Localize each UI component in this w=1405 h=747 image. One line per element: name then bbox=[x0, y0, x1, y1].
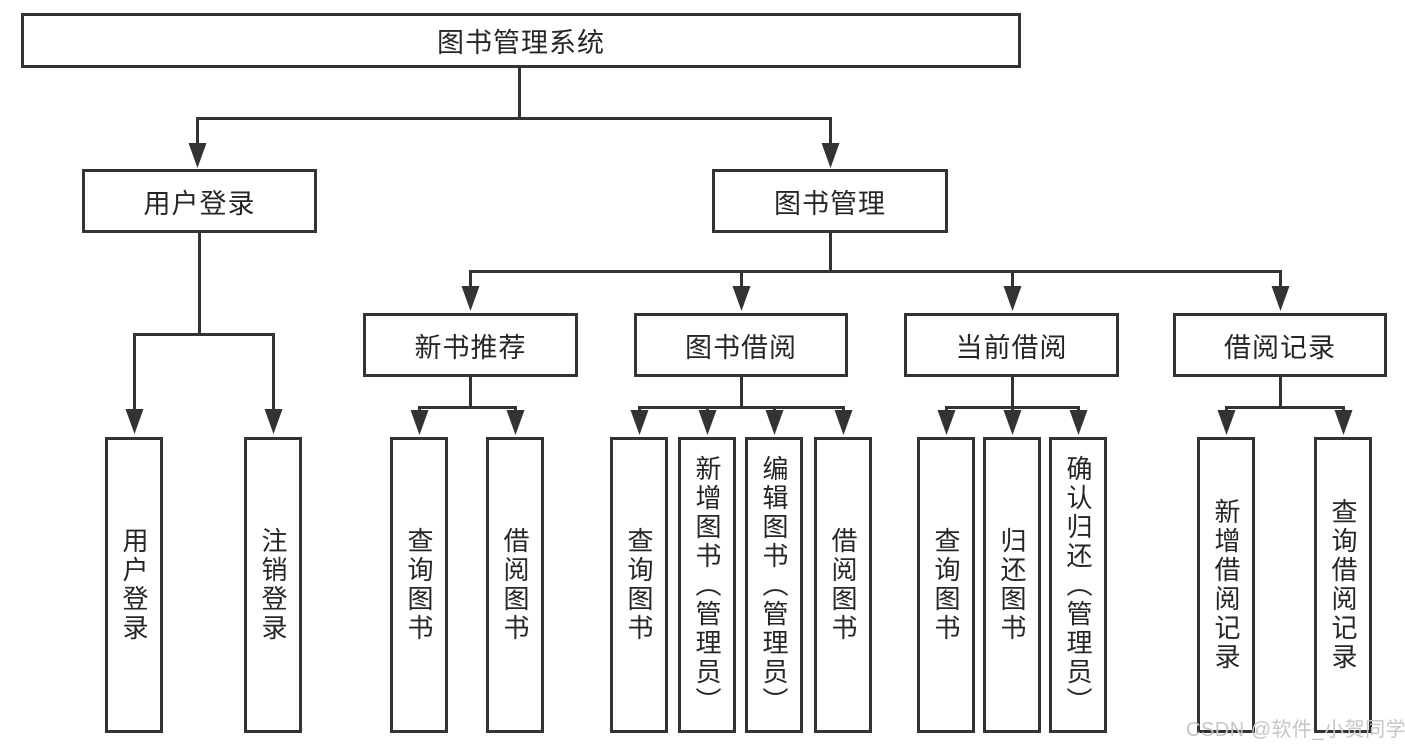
arrow-down-icon bbox=[732, 286, 751, 311]
node-query-books: 查询图书 bbox=[917, 437, 975, 733]
connector-root bbox=[196, 67, 832, 146]
arrow-down-icon bbox=[506, 410, 525, 435]
arrow-down-icon bbox=[410, 410, 429, 435]
arrow-down-icon bbox=[1003, 286, 1022, 311]
arrow-down-icon bbox=[1271, 286, 1290, 311]
node-label: 借阅图书 bbox=[828, 527, 858, 643]
node-return-book: 归还图书 bbox=[983, 437, 1041, 733]
node-user-login-action: 用户登录 bbox=[105, 437, 163, 733]
node-book-management: 图书管理 bbox=[712, 169, 948, 233]
node-label: 查询借阅记录 bbox=[1328, 498, 1358, 672]
node-edit-book-admin: 编辑图书（管理员） bbox=[745, 437, 803, 733]
csdn-watermark: CSDN @软件_小贺同学 bbox=[1186, 719, 1405, 741]
node-user-login: 用户登录 bbox=[82, 169, 317, 233]
node-label: 用户登录 bbox=[119, 527, 149, 643]
connector-current-borrow-branch bbox=[945, 376, 1080, 413]
node-confirm-return-admin: 确认归还（管理员） bbox=[1049, 437, 1107, 733]
arrow-down-icon bbox=[765, 410, 784, 435]
arrow-down-icon bbox=[125, 409, 144, 434]
node-label: 查询图书 bbox=[404, 527, 434, 643]
node-query-books: 查询图书 bbox=[390, 437, 448, 733]
node-label: 归还图书 bbox=[997, 527, 1027, 643]
node-logout: 注销登录 bbox=[244, 437, 302, 733]
connector-borrow-records-branch bbox=[1225, 376, 1345, 413]
node-add-borrow-record: 新增借阅记录 bbox=[1197, 437, 1255, 733]
node-new-book-recommend: 新书推荐 bbox=[363, 313, 578, 377]
arrow-down-icon bbox=[834, 410, 853, 435]
arrow-down-icon bbox=[264, 409, 283, 434]
connector-user-login-branch bbox=[133, 231, 275, 412]
arrow-down-icon bbox=[1217, 410, 1236, 435]
node-current-borrow: 当前借阅 bbox=[904, 313, 1119, 377]
arrow-down-icon bbox=[1003, 410, 1022, 435]
arrow-down-icon bbox=[630, 410, 649, 435]
node-label: 编辑图书（管理员） bbox=[759, 454, 789, 716]
node-borrow-books: 借阅图书 bbox=[486, 437, 544, 733]
arrow-down-icon bbox=[937, 410, 956, 435]
arrow-down-icon bbox=[821, 143, 840, 168]
node-label: 查询图书 bbox=[931, 527, 961, 643]
connector-book-borrow-branch bbox=[638, 376, 845, 413]
node-query-books: 查询图书 bbox=[610, 437, 668, 733]
node-borrow-records: 借阅记录 bbox=[1173, 313, 1387, 377]
node-borrow-books: 借阅图书 bbox=[814, 437, 872, 733]
arrow-down-icon bbox=[1334, 410, 1353, 435]
arrow-down-icon bbox=[1069, 410, 1088, 435]
node-library-system: 图书管理系统 bbox=[21, 13, 1021, 68]
arrow-down-icon bbox=[698, 410, 717, 435]
node-label: 查询图书 bbox=[624, 527, 654, 643]
node-add-book-admin: 新增图书（管理员） bbox=[678, 437, 736, 733]
node-label: 新增借阅记录 bbox=[1211, 498, 1241, 672]
arrow-down-icon bbox=[461, 286, 480, 311]
node-query-borrow-record: 查询借阅记录 bbox=[1314, 437, 1372, 733]
node-label: 借阅图书 bbox=[500, 527, 530, 643]
node-label: 注销登录 bbox=[258, 527, 288, 643]
node-book-borrow: 图书借阅 bbox=[634, 313, 848, 377]
arrow-down-icon bbox=[188, 143, 207, 168]
node-label: 确认归还（管理员） bbox=[1063, 454, 1093, 716]
connector-book-management-branch bbox=[469, 231, 1282, 289]
node-label: 新增图书（管理员） bbox=[692, 454, 722, 716]
connector-new-book-branch bbox=[418, 376, 517, 413]
